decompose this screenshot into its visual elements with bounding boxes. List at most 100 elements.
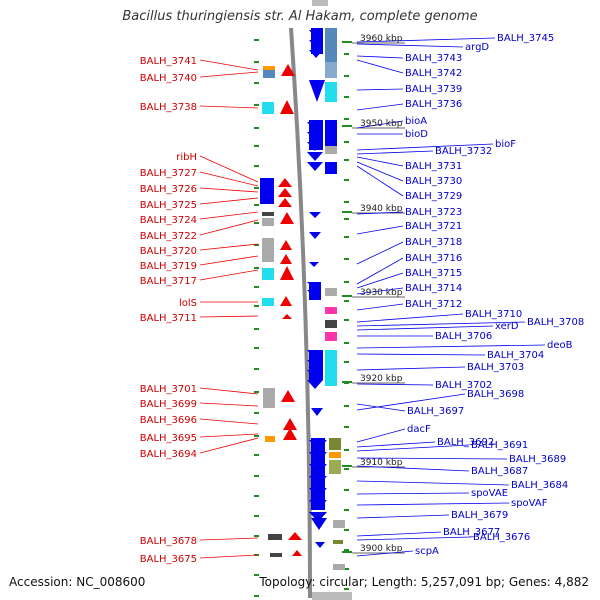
gene-label-reverse: BALH_3699 [140, 399, 197, 410]
gene-label-reverse: BALH_3694 [140, 449, 197, 460]
connector-forward [356, 156, 404, 167]
gene-label-forward: argD [465, 42, 489, 53]
connector-forward [356, 480, 510, 486]
gene-block-cyan [262, 268, 274, 280]
gene-arrow-reverse [280, 212, 294, 224]
gene-label-forward: BALH_3679 [451, 510, 508, 521]
gene-block-forward [260, 178, 274, 204]
gene-block-olive [329, 460, 341, 474]
accession-text: Accession: NC_008600 [9, 575, 146, 589]
gene-arrow-forward [309, 476, 327, 486]
connector-forward [356, 241, 404, 265]
gene-arrow-forward [307, 380, 323, 389]
connector-forward [356, 143, 494, 151]
connector-forward [356, 514, 450, 519]
gene-label-reverse: BALH_3675 [140, 554, 197, 565]
gene-arrow-reverse [278, 198, 292, 207]
gene-block-gray [325, 288, 337, 296]
gene-label-forward: xerD [495, 321, 519, 332]
gene-block-gray [333, 564, 345, 570]
gene-arrow-forward [307, 142, 323, 151]
gene-label-forward: BALH_3730 [405, 176, 462, 187]
connector-forward [356, 383, 434, 386]
gene-arrow-reverse [278, 188, 292, 197]
gene-arrow-reverse [283, 428, 297, 440]
gene-label-forward: BALH_3736 [405, 99, 462, 110]
connector-forward [356, 120, 404, 129]
gene-label-reverse: ribH [176, 152, 197, 163]
gene-label-reverse: BALH_3741 [140, 56, 197, 67]
gene-label-forward: BALH_3729 [405, 191, 462, 202]
gene-label-reverse: BALH_3696 [140, 415, 197, 426]
gene-label-forward: dacF [407, 424, 431, 435]
gene-arrow-reverse [281, 390, 295, 402]
gene-label-forward: BALH_3731 [405, 161, 462, 172]
gene-block-steel [325, 62, 337, 78]
gene-block-steel [263, 70, 275, 78]
gene-label-reverse: BALH_3695 [140, 433, 197, 444]
connector-forward [356, 55, 404, 59]
gene-label-forward: spoVAE [471, 488, 508, 499]
gene-label-forward: BALH_3718 [405, 237, 462, 248]
connector-forward [356, 325, 494, 331]
gene-arrow-reverse [280, 254, 292, 264]
gene-label-forward: BALH_3715 [405, 268, 462, 279]
connector-forward [356, 103, 404, 111]
gene-block-gray [325, 146, 337, 154]
gene-arrow-forward [309, 512, 327, 522]
gene-label-forward: BALH_3702 [435, 380, 492, 391]
kbp-marker-label: 3900 kbp [360, 544, 403, 554]
backbone-line [289, 27, 312, 599]
gene-block-olive [329, 438, 341, 450]
connector-forward [356, 211, 404, 215]
connector-forward [356, 257, 404, 285]
gene-arrow-forward [309, 212, 321, 218]
gene-label-forward: deoB [547, 340, 573, 351]
connector-forward [356, 492, 470, 495]
connector-forward [356, 366, 466, 371]
kbp-marker-label: 3930 kbp [360, 288, 403, 298]
connector-reverse [199, 211, 259, 220]
gene-block-dark [262, 212, 274, 216]
connector-forward [356, 344, 546, 349]
gene-label-reverse: BALH_3701 [140, 384, 197, 395]
gene-label-reverse: lolS [179, 298, 197, 309]
gene-block-forward [325, 120, 337, 146]
gene-label-forward: bioA [405, 116, 427, 127]
gene-arrow-forward [307, 290, 321, 297]
connector-forward [356, 531, 442, 537]
gene-label-forward: BALH_3706 [435, 331, 492, 342]
connector-forward [356, 88, 404, 91]
gene-arrow-forward [309, 488, 327, 498]
gene-label-reverse: BALH_3725 [140, 200, 197, 211]
gene-label-forward: BALH_3714 [405, 283, 462, 294]
gene-label-forward: BALH_3723 [405, 207, 462, 218]
gene-label-reverse: BALH_3722 [140, 231, 197, 242]
gene-arrow-forward [309, 232, 321, 239]
gene-arrow-forward [307, 282, 321, 289]
gene-label-reverse: BALH_3717 [140, 276, 197, 287]
backbone-bottom-segment [312, 592, 352, 600]
connector-reverse [199, 71, 259, 78]
gene-label-reverse: BALH_3726 [140, 184, 197, 195]
connector-forward [356, 165, 404, 197]
connector-forward [356, 43, 464, 48]
connector-forward [356, 37, 496, 43]
gene-label-forward: BALH_3677 [443, 527, 500, 538]
gene-block-magenta [325, 332, 337, 341]
gene-block-olive [333, 540, 343, 544]
gene-block-gray [262, 218, 274, 226]
gene-arrow-reverse [281, 64, 295, 76]
kbp-marker-label: 3950 kbp [360, 119, 403, 129]
connector-forward [356, 457, 508, 460]
gene-arrow-forward [307, 360, 323, 369]
gene-label-forward: BALH_3704 [487, 350, 544, 361]
topology-text: Topology: circular; Length: 5,257,091 bp… [259, 575, 589, 589]
connector-reverse [199, 105, 259, 109]
gene-arrow-reverse [280, 240, 292, 250]
connector-reverse [199, 387, 259, 395]
gene-arrow-forward [309, 464, 327, 474]
gene-arrow-forward [307, 132, 323, 141]
connector-reverse [199, 255, 259, 266]
